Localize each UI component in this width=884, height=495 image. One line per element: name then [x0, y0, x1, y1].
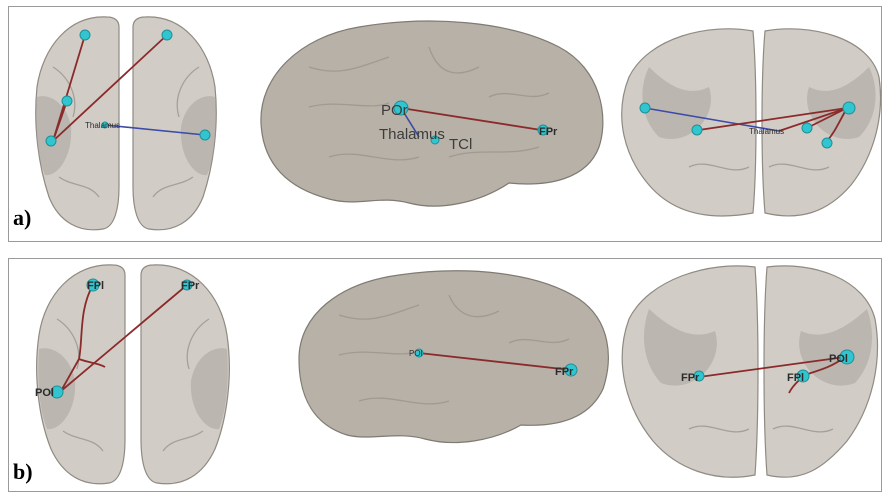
panel-a-figure: Thalamus POr Thalamus TCl FPr [9, 7, 881, 241]
panel-a-top-thalamus-label: Thalamus [85, 121, 120, 130]
panel-b-figure: FPl FPr POl POl FPr [9, 259, 881, 491]
panel-a-side-thalamus-label: Thalamus [379, 126, 445, 143]
panel-b-side-fpr-label: FPr [555, 366, 574, 378]
panel-b: FPl FPr POl POl FPr [8, 258, 882, 492]
panel-b-top-view: FPl FPr POl [35, 265, 229, 484]
panel-b-label: b) [13, 459, 33, 485]
panel-b-front-pol-label: POl [829, 353, 848, 365]
panel-a-side-view: POr Thalamus TCl FPr [261, 21, 603, 206]
panel-a-front-thalamus-label: Thalamus [749, 127, 784, 136]
panel-a-side-tcl-label: TCl [449, 136, 472, 153]
panel-a-label: a) [13, 205, 31, 231]
panel-a-side-fpr-label: FPr [539, 126, 558, 138]
panel-b-top-fpr-label: FPr [181, 280, 200, 292]
panel-b-side-view: POl FPr [299, 271, 608, 443]
panel-a-front-view: Thalamus [622, 29, 881, 216]
panel-b-front-fpl-label: FPl [787, 372, 804, 384]
panel-a: Thalamus POr Thalamus TCl FPr [8, 6, 882, 242]
panel-b-top-pol-label: POl [35, 387, 54, 399]
panel-a-side-por-label: POr [381, 102, 408, 119]
panel-b-top-fpl-label: FPl [87, 280, 104, 292]
panel-b-side-pol-label: POl [409, 349, 423, 358]
panel-a-top-view: Thalamus [36, 17, 217, 230]
panel-b-front-fpr-label: FPr [681, 372, 700, 384]
panel-b-front-view: FPr FPl POl [622, 266, 877, 477]
